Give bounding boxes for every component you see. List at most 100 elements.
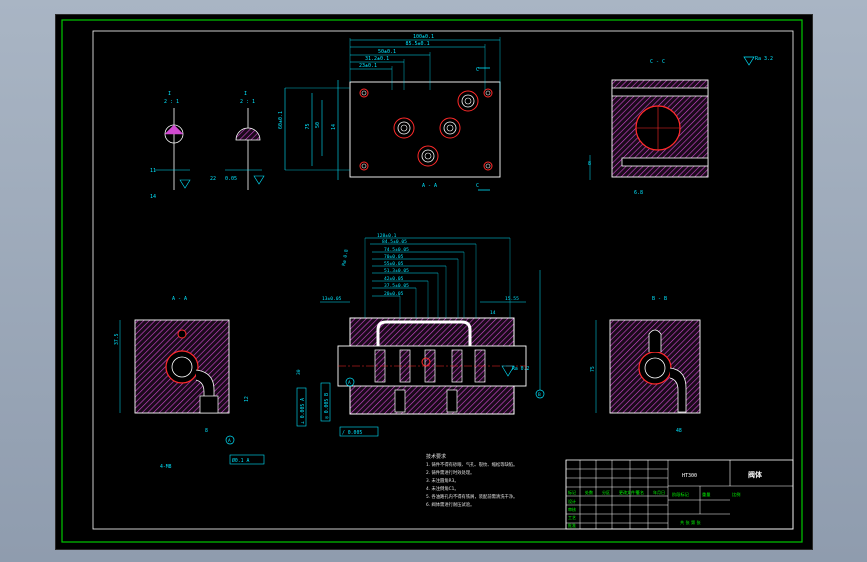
aa-tolerance-box (229, 454, 265, 465)
top-corner-hole (483, 161, 493, 171)
main-dim-value: 30 (296, 369, 302, 375)
title-row-label: 更改文件号 (619, 489, 639, 495)
top-dim-value: 31.2±0.1 (365, 56, 389, 62)
detail2-half (235, 127, 261, 141)
aa-small-hole (177, 329, 187, 339)
section-mark-c: C (476, 183, 479, 189)
top-vdim-value: 60±0.1 (278, 111, 284, 129)
global-roughness-symbol (743, 56, 755, 66)
tolerance-value: ◎ 0.005 B (324, 393, 330, 419)
main-dim-value: 20±0.05 (384, 291, 404, 297)
cc-dim-value: 6.8 (634, 190, 643, 196)
title-right-label: 阶段标记 (672, 491, 690, 498)
aa-tolerance-value: Ø0.1 A (232, 457, 249, 464)
roughness-label: Ra 3.2 (755, 56, 773, 62)
top-vdim-value: 75 (305, 123, 311, 129)
roughness-symbol (253, 175, 265, 185)
top-dim-value: 23±0.1 (359, 63, 377, 69)
bb-elbow (669, 367, 687, 413)
detail-dim-value: 0.05 (225, 176, 237, 182)
top-view-body (349, 81, 501, 178)
aa-dim-value: 8 (205, 428, 208, 434)
datum-a-label: A (348, 380, 351, 386)
aa-bore (165, 350, 199, 384)
tolerance-value: / 0.005 (342, 430, 362, 436)
top-corner-hole (359, 88, 369, 98)
cc-dim-value: 8 (588, 161, 591, 167)
aa-bottom-port (199, 395, 219, 414)
view-label: C - C (650, 59, 665, 65)
tolerance-value: ⊥ 0.005 A (300, 398, 306, 424)
view-label: A - A (172, 296, 187, 302)
main-bottom-port (394, 389, 406, 413)
detail-label: I (244, 91, 247, 97)
main-dim-value: 51.3±0.05 (384, 268, 409, 274)
view-label: B - B (652, 296, 667, 302)
bb-bore (638, 351, 672, 385)
top-dim-value: 85.5±0.1 (406, 41, 430, 47)
top-port-core (424, 152, 432, 160)
title-sheet: 共 张 第 张 (680, 519, 702, 526)
main-dim-value: 37.5±0.05 (384, 283, 409, 289)
view-label: A - A (422, 183, 437, 189)
detail-scale: 2 : 1 (240, 99, 255, 105)
notes-line: 3. 未注圆角R3。 (426, 477, 459, 484)
cc-slot-bottom (621, 157, 709, 167)
top-port-inner (443, 121, 457, 135)
bb-bore-inner (644, 357, 666, 379)
top-corner-hole-inner (361, 163, 367, 169)
roughness-symbol (501, 365, 515, 377)
top-port-inner (397, 121, 411, 135)
top-corner-hole (483, 88, 493, 98)
title-right-label: 比例 (732, 491, 740, 498)
title-row-label: 签名 (636, 489, 644, 495)
top-port-core (400, 124, 408, 132)
top-port-core (464, 97, 472, 105)
notes-line: 4. 未注倒角C1。 (426, 485, 459, 492)
datum-b-label: B (538, 392, 541, 398)
title-row-label: 分区 (602, 489, 610, 495)
main-dim-value: 128±0.1 (377, 233, 397, 239)
main-dim-value: 42±0.05 (384, 276, 404, 282)
title-right-label: 重量 (702, 491, 710, 498)
title-role: 批准 (568, 522, 576, 528)
top-corner-hole-inner (485, 90, 491, 96)
notes-line: 6. 阀体需进行耐压试验。 (426, 501, 474, 508)
detail-label: I (168, 91, 171, 97)
main-dim-value: 70±0.05 (384, 254, 404, 260)
datum-a-circle (345, 377, 355, 387)
top-vdim-value: 14 (331, 124, 337, 130)
top-port-hole (439, 117, 461, 139)
main-dim-value: 84.5±0.05 (382, 239, 407, 245)
title-role: 审核 (568, 506, 576, 512)
detail-dim-value: 11 (150, 168, 156, 174)
detail-scale: 2 : 1 (164, 99, 179, 105)
aa-datum-label: A (228, 438, 231, 444)
detail-dim-value: 14 (150, 194, 156, 200)
cc-slot-top (611, 87, 709, 97)
tolerance-frame: ◎ 0.005 B (320, 382, 331, 422)
main-u-channel (376, 320, 472, 346)
main-dim-value: 15.55 (505, 296, 519, 302)
top-corner-hole-inner (485, 163, 491, 169)
main-dim-value: 14 (490, 310, 496, 316)
aa-dim-value: 12 (244, 396, 250, 402)
tolerance-box (296, 387, 307, 427)
tolerance-box (320, 382, 331, 422)
notes-line: 1. 铸件不得有砂眼、气孔、裂纹、缩松等缺陷。 (426, 461, 517, 468)
top-port-core (446, 124, 454, 132)
top-port-hole (393, 117, 415, 139)
section-mark-c: C (476, 67, 479, 73)
top-dim-value: 50±0.1 (378, 49, 396, 55)
top-port-inner (461, 94, 475, 108)
tolerance-frame: ⊥ 0.005 A (296, 387, 307, 427)
top-port-hole (457, 90, 479, 112)
main-roughness: Ra 0.2 (512, 366, 529, 372)
outer-frame-border (61, 19, 803, 543)
aa-bore-inner (171, 356, 193, 378)
material-code: HT300 (682, 473, 697, 479)
inner-frame-border (92, 30, 794, 530)
main-bottom-port (446, 389, 458, 413)
